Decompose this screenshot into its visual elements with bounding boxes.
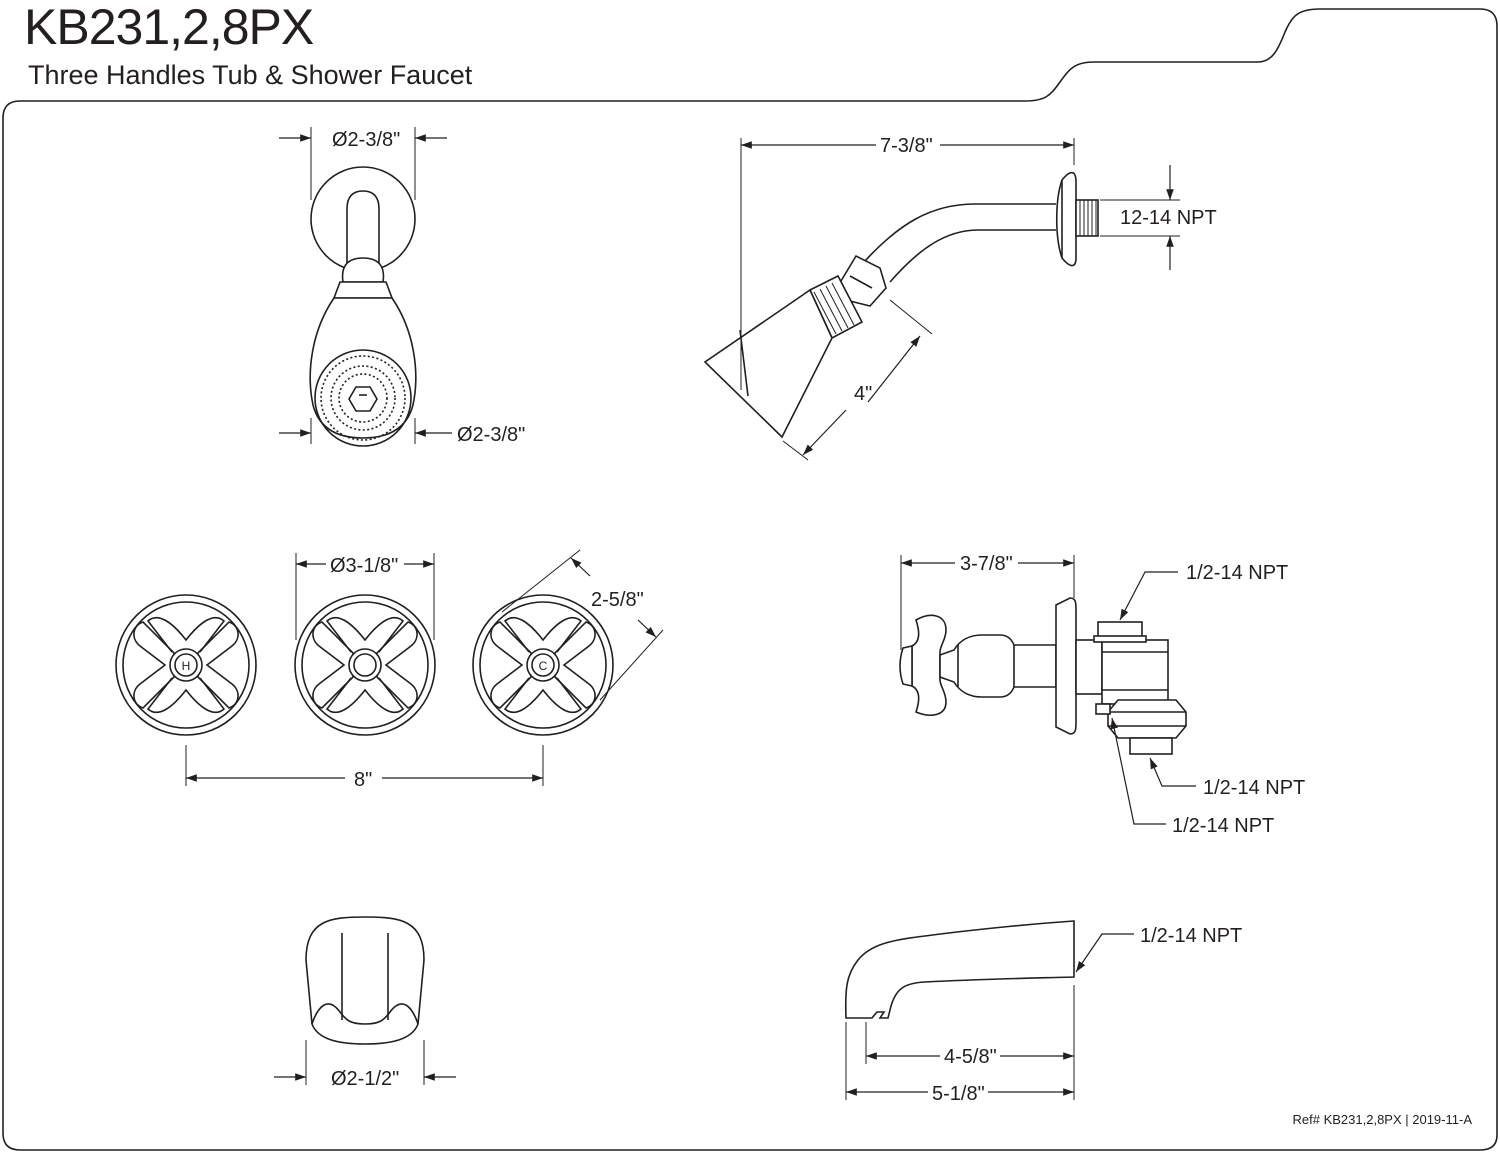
escutcheon-diameter-label: Ø3-1/8" xyxy=(330,555,398,577)
spout-thread-label: 1/2-14 NPT xyxy=(1140,925,1242,947)
hot-handle-label: H xyxy=(182,659,191,673)
center-spread-label: 8" xyxy=(354,769,372,791)
handle-span-label: 2-5/8" xyxy=(591,589,644,611)
showerhead-side-view: 7-3/8" 12-14 NPT 4" xyxy=(703,135,1217,461)
valve-bottom-thread-label: 1/2-14 NPT xyxy=(1172,815,1274,837)
head-length-label: 4" xyxy=(854,383,872,405)
valve-depth-label: 3-7/8" xyxy=(960,553,1013,575)
valve-top-thread-label: 1/2-14 NPT xyxy=(1186,562,1288,584)
arm-thread-label: 12-14 NPT xyxy=(1120,207,1217,229)
page-title: KB231,2,8PX xyxy=(24,0,314,55)
spout-front-view: Ø2-1/2" xyxy=(274,916,456,1090)
flange-diameter-label: Ø2-3/8" xyxy=(332,129,400,151)
diverter-handle xyxy=(294,594,436,736)
spout-diameter-label: Ø2-1/2" xyxy=(331,1068,399,1090)
head-diameter-label: Ø2-3/8" xyxy=(457,424,525,446)
showerhead-front-view: Ø2-3/8" Ø2-3/8" xyxy=(279,127,525,447)
handles-front-view: H C Ø3-1/8" xyxy=(115,549,664,791)
valve-side-thread-label: 1/2-14 NPT xyxy=(1203,777,1305,799)
spout-reach-outer-label: 5-1/8" xyxy=(932,1083,985,1105)
spout-side-view: 1/2-14 NPT 4-5/8" 5-1/8" xyxy=(844,920,1242,1105)
hot-handle: H xyxy=(115,594,257,736)
cold-handle: C xyxy=(472,594,614,736)
arm-length-label: 7-3/8" xyxy=(880,135,933,157)
cold-handle-label: C xyxy=(539,659,548,673)
spout-reach-inner-label: 4-5/8" xyxy=(944,1046,997,1068)
valve-side-view: 3-7/8" 1/2-14 NPT 1/2-14 NPT 1/2-14 NPT xyxy=(899,553,1305,837)
sheet-border xyxy=(2,8,1498,1151)
reference-note: Ref# KB231,2,8PX | 2019-11-A xyxy=(1292,1112,1472,1127)
page-subtitle: Three Handles Tub & Shower Faucet xyxy=(28,60,473,90)
